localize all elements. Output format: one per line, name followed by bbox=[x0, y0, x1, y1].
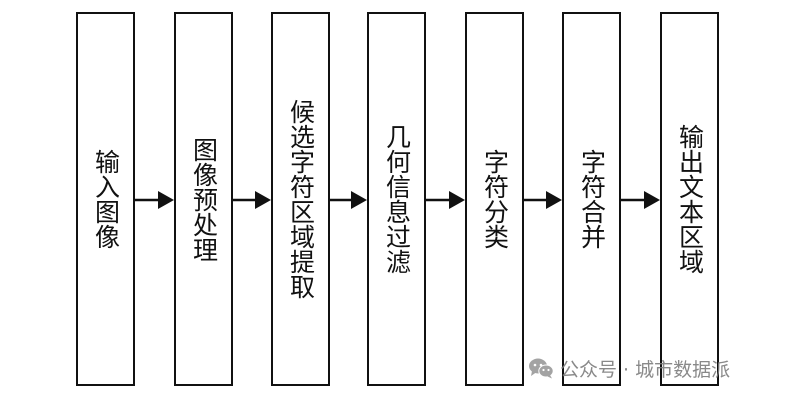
watermark-text: 公众号 · 城市数据派 bbox=[560, 358, 731, 381]
arrow-3-to-4 bbox=[330, 191, 367, 209]
step-box-character-classification: 字符分类 bbox=[465, 12, 524, 386]
wechat-icon bbox=[529, 358, 554, 379]
step-box-output-text-region: 输出文本区域 bbox=[660, 12, 719, 386]
step-label: 字符分类 bbox=[480, 149, 510, 249]
step-box-character-merging: 字符合并 bbox=[562, 12, 621, 386]
arrow-4-to-5 bbox=[426, 191, 465, 209]
step-label: 字符合并 bbox=[577, 149, 607, 249]
step-box-image-preprocessing: 图像预处理 bbox=[174, 12, 233, 386]
arrow-2-to-3 bbox=[233, 191, 271, 209]
step-label: 候选字符区域提取 bbox=[286, 99, 316, 299]
arrow-1-to-2 bbox=[135, 191, 174, 209]
step-box-input-image: 输入图像 bbox=[76, 12, 135, 386]
watermark: 公众号 · 城市数据派 bbox=[528, 354, 730, 382]
arrow-5-to-6 bbox=[524, 191, 562, 209]
step-box-geometric-filtering: 几何信息过滤 bbox=[367, 12, 426, 386]
step-label: 图像预处理 bbox=[189, 136, 219, 262]
step-label: 几何信息过滤 bbox=[382, 124, 412, 274]
step-label: 输入图像 bbox=[91, 149, 121, 249]
arrow-6-to-7 bbox=[621, 191, 660, 209]
step-label: 输出文本区域 bbox=[675, 124, 705, 274]
step-box-candidate-region-extraction: 候选字符区域提取 bbox=[271, 12, 330, 386]
